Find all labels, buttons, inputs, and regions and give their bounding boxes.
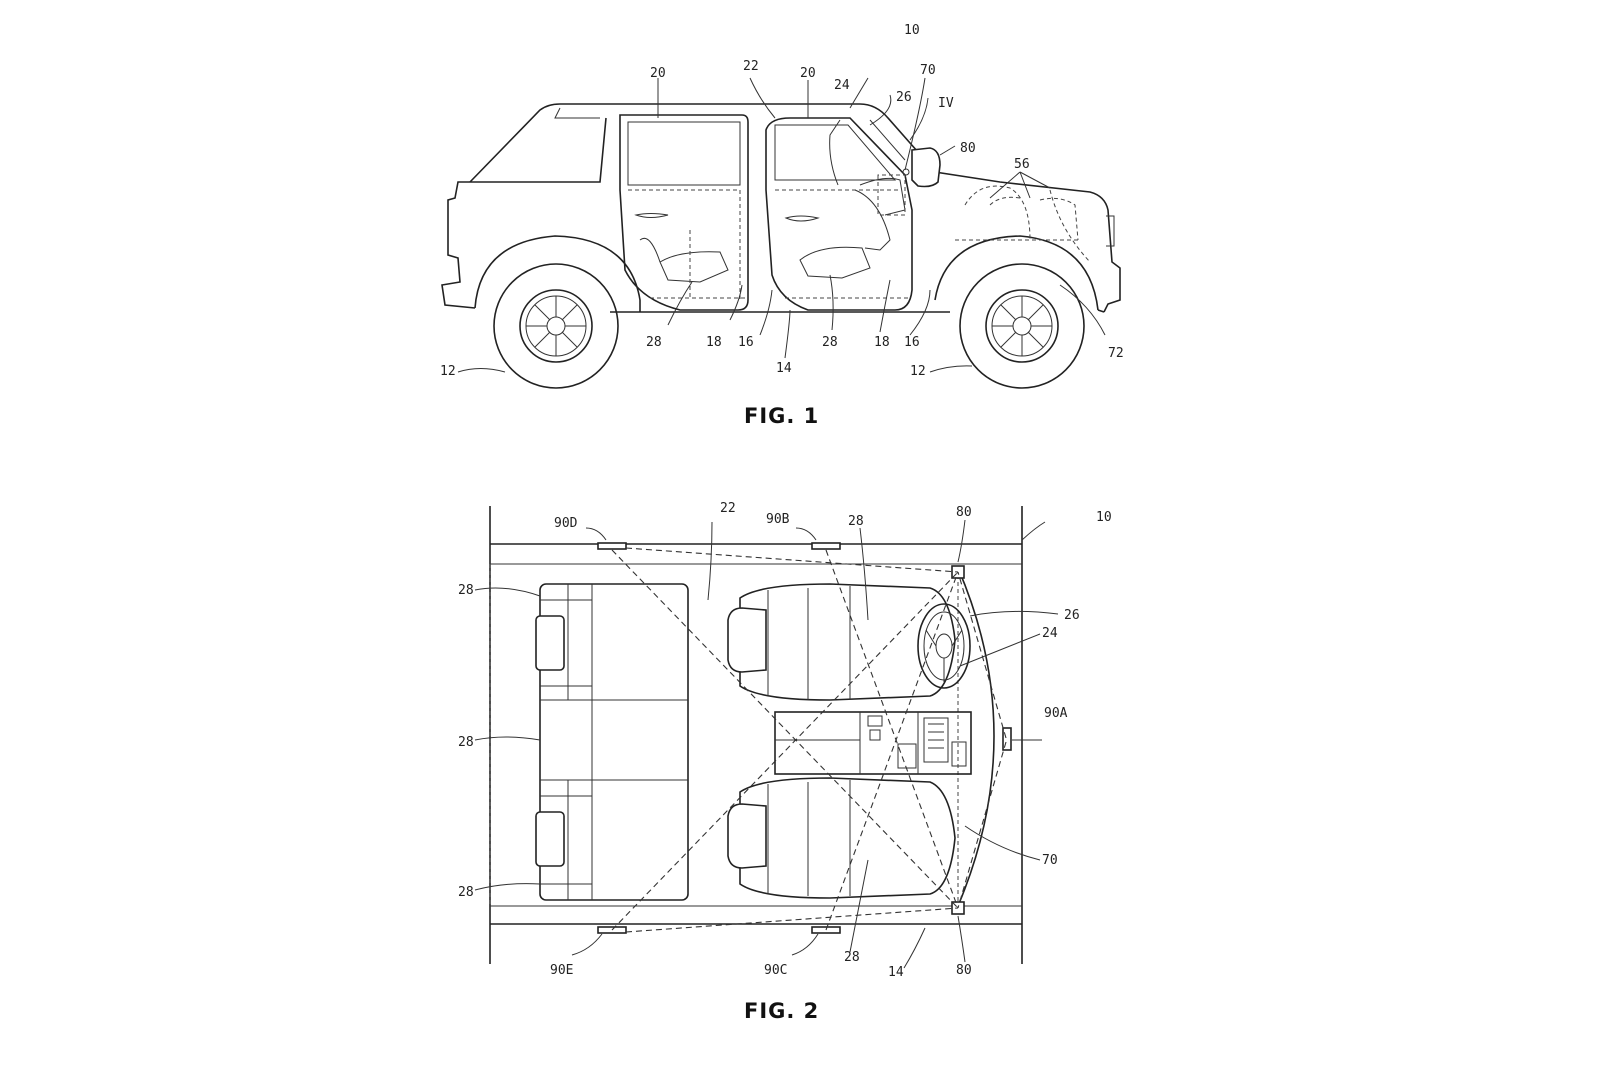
fig1-label-sill-rear: 18 (706, 335, 722, 350)
center-console (774, 711, 972, 775)
fig2-label-cam-b: 90B (766, 512, 790, 527)
front-wheel-spokes (992, 296, 1052, 356)
front-seat-bottom (739, 777, 956, 899)
fig1-label-pillar: 70 (920, 63, 936, 78)
front-seat-top (739, 583, 956, 701)
fig2-label-seat-rear-bottom: 28 (458, 885, 474, 900)
fig1-label-detail: IV (938, 96, 954, 111)
fig2-label-vehicle: 10 (1096, 510, 1112, 525)
fig1-label-door-rear: 16 (738, 335, 754, 350)
fig2-label-cam-c: 90C (764, 963, 787, 978)
fig2-label-cabin: 22 (720, 501, 736, 516)
fig2-label-seat-rear-top: 28 (458, 583, 474, 598)
fig2-caption: FIG. 2 (744, 999, 819, 1023)
fig1-label-window-rear: 20 (650, 66, 666, 81)
fig1-label-lamps: 56 (1014, 157, 1030, 172)
fig1-label-sill-front: 18 (874, 335, 890, 350)
fig1-vehicle-side-view: 10 20 22 20 24 70 26 IV 80 56 72 28 18 1… (440, 23, 1124, 428)
fig2-label-steering: 26 (1064, 608, 1080, 623)
fig1-label-window-front: 20 (800, 66, 816, 81)
fov-lines (611, 547, 1007, 933)
camera-90d (597, 542, 627, 550)
front-wheel (959, 263, 1085, 389)
fig2-label-cam-e: 90E (550, 963, 573, 978)
rear-headrest-top (535, 615, 565, 671)
fig1-label-cabin: 22 (743, 59, 759, 74)
fig2-label-sensor-top: 80 (956, 505, 972, 520)
camera-90a (1002, 727, 1012, 751)
fig1-label-sensor: 80 (960, 141, 976, 156)
fig2-label-body: 14 (888, 965, 904, 980)
rear-headrest-bottom (535, 811, 565, 867)
fig2-label-seat-front-top: 28 (848, 514, 864, 529)
fig1-label-wheel-front: 12 (910, 364, 926, 379)
rear-window (627, 121, 741, 186)
side-mirror (911, 147, 941, 188)
fig2-cabin-top-view: 10 22 90D 90B 28 80 28 26 24 90A 28 70 2… (458, 501, 1112, 1023)
fig1-label-steering-wheel: 26 (896, 90, 912, 105)
fig2-label-seat-front-bottom: 28 (844, 950, 860, 965)
rear-wheel-spokes (526, 296, 586, 356)
fig1-label-dash: 24 (834, 78, 850, 93)
fig1-leader-lines (457, 77, 1106, 373)
rear-door-opening (619, 114, 749, 311)
fig1-label-seat-rear: 28 (646, 335, 662, 350)
fig2-label-cam-a: 90A (1044, 706, 1068, 721)
fig1-caption: FIG. 1 (744, 404, 819, 428)
camera-90b (811, 542, 841, 550)
fig1-label-vehicle: 10 (904, 23, 920, 38)
fig2-label-dash: 24 (1042, 626, 1058, 641)
fig2-label-sensor-bottom: 80 (956, 963, 972, 978)
steering-wheel (917, 603, 971, 689)
rear-wheel (493, 263, 619, 389)
rear-bench-seat (539, 583, 689, 901)
fig1-label-door-front: 16 (904, 335, 920, 350)
fig2-label-cam-d: 90D (554, 516, 578, 531)
fig1-label-fender: 72 (1108, 346, 1124, 361)
fig2-label-pillar: 70 (1042, 853, 1058, 868)
fig1-label-seat-front: 28 (822, 335, 838, 350)
fig2-leader-lines (474, 519, 1059, 969)
fig1-label-body: 14 (776, 361, 792, 376)
front-window (774, 124, 897, 181)
front-door-opening (765, 117, 913, 311)
fig2-label-seat-rear-mid: 28 (458, 735, 474, 750)
fig1-label-wheel-rear: 12 (440, 364, 456, 379)
